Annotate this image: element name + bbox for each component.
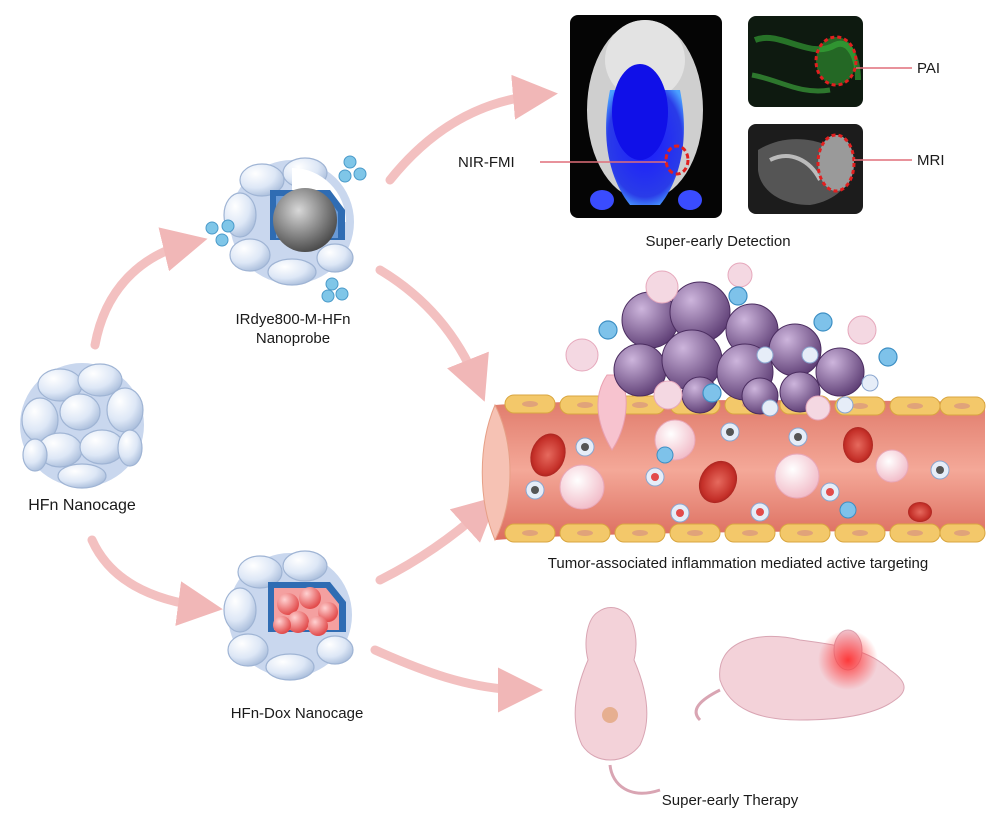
blood-vessel — [481, 374, 986, 543]
nanoprobe-illustration — [205, 155, 367, 303]
label-super-early-detection: Super-early Detection — [645, 233, 791, 250]
imaging-callouts — [540, 67, 912, 163]
label-hfn-nanocage: HFn Nanocage — [28, 497, 136, 514]
label-mri: MRI — [917, 152, 945, 169]
label-nanoprobe-line2: Nanoprobe — [255, 330, 331, 347]
flow-arrows — [87, 74, 558, 713]
hfn-nanocage-illustration — [20, 363, 144, 489]
imaging-panel-pai — [748, 16, 863, 107]
arrow-dox-to-therapy — [370, 645, 543, 713]
mouse-illustration-side-view — [694, 629, 905, 722]
arrow-hfn-to-nanoprobe — [90, 227, 208, 350]
tumor-mass — [565, 262, 898, 421]
label-nanoprobe-line1: IRdye800-M-HFn — [235, 311, 351, 328]
label-nir-fmi: NIR-FMI — [458, 154, 515, 171]
label-dox-nanocage: HFn-Dox Nanocage — [230, 705, 364, 722]
mouse-illustration-top-view — [574, 607, 661, 795]
arrow-nanoprobe-to-vessel — [375, 265, 489, 402]
imaging-panel-nir-fmi — [570, 15, 722, 218]
dox-nanocage-illustration — [223, 550, 354, 681]
label-targeting: Tumor-associated inflammation mediated a… — [547, 555, 929, 572]
label-pai: PAI — [917, 60, 941, 77]
arrow-hfn-to-dox — [87, 535, 223, 626]
arrow-nanoprobe-to-detection — [385, 74, 558, 185]
imaging-panel-mri — [748, 124, 863, 214]
label-super-early-therapy: Super-early Therapy — [661, 792, 799, 809]
arrow-dox-to-vessel — [375, 495, 499, 585]
